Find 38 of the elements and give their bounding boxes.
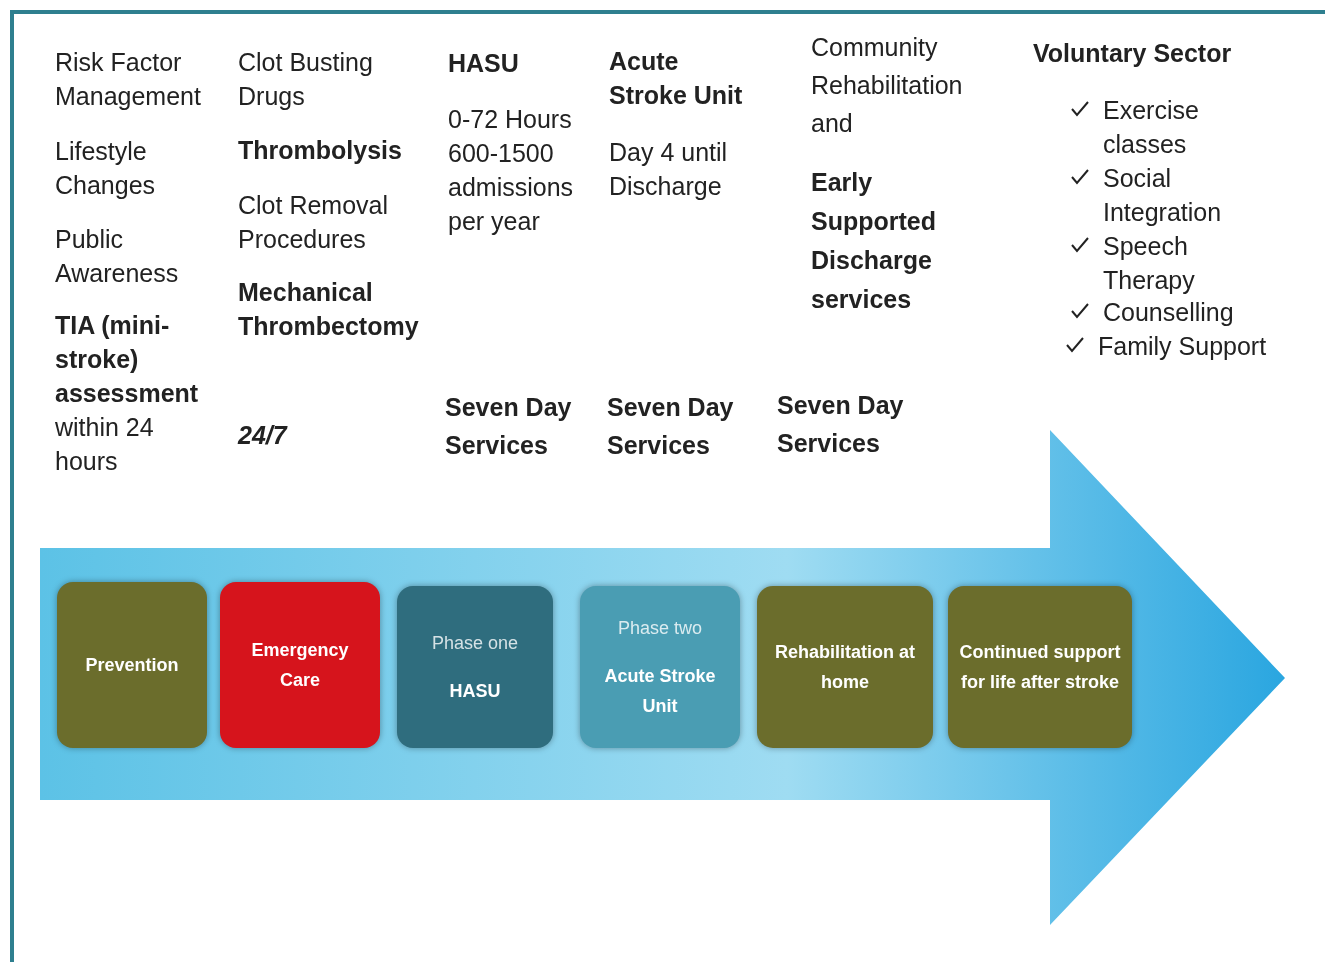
heading-text: Thrombolysis [238, 135, 403, 166]
checklist-item: Family Support [1098, 331, 1268, 362]
heading-text: Seven Day Services [777, 390, 905, 459]
heading-text: Mechanical Thrombectomy [238, 277, 420, 342]
heading-text: Seven Day Services [445, 392, 573, 461]
stage-label: Emergency Care [250, 639, 350, 692]
checklist-item: Counselling [1103, 297, 1235, 328]
heading-text: Acute Stroke Unit [609, 46, 744, 111]
description-text: Clot Busting Drugs [238, 47, 374, 112]
description-text: Clot Removal Procedures [238, 190, 390, 255]
stage-label: HASU [449, 680, 501, 703]
description-text: TIA (mini-stroke) assessment within 24 hours [55, 310, 200, 477]
stage-box [948, 586, 1132, 748]
stage-label: Acute Stroke Unit [603, 665, 717, 718]
checklist-item: Speech Therapy [1103, 231, 1196, 296]
stage-box [57, 582, 207, 748]
phase-label: Phase two [617, 617, 703, 640]
description-text: Community Rehabilitation and [811, 32, 964, 139]
heading-text: Seven Day Services [607, 392, 735, 461]
heading-text: 24/7 [238, 420, 289, 451]
stage-box [220, 582, 380, 748]
description-text: Risk Factor Management [55, 47, 202, 112]
description-text: 0-72 Hours 600-1500 admissions per year [448, 104, 575, 237]
phase-box [397, 586, 553, 748]
phase-label: Phase one [431, 632, 519, 655]
stage-label: Rehabilitation at home [774, 641, 916, 694]
checklist-item: Social Integration [1103, 163, 1223, 228]
stage-label: Continued support for life after stroke [958, 641, 1122, 694]
description-text: Day 4 until Discharge [609, 137, 729, 202]
heading-text: Voluntary Sector [1033, 38, 1233, 69]
description-text: Lifestyle Changes [55, 136, 157, 201]
description-text: Public Awareness [55, 224, 180, 289]
heading-text: HASU [448, 48, 520, 79]
heading-text: Early Supported Discharge services [811, 167, 937, 315]
stage-box [757, 586, 933, 748]
phase-box [580, 586, 740, 748]
checklist-item: Exercise classes [1103, 95, 1200, 160]
stage-label: Prevention [85, 654, 179, 677]
